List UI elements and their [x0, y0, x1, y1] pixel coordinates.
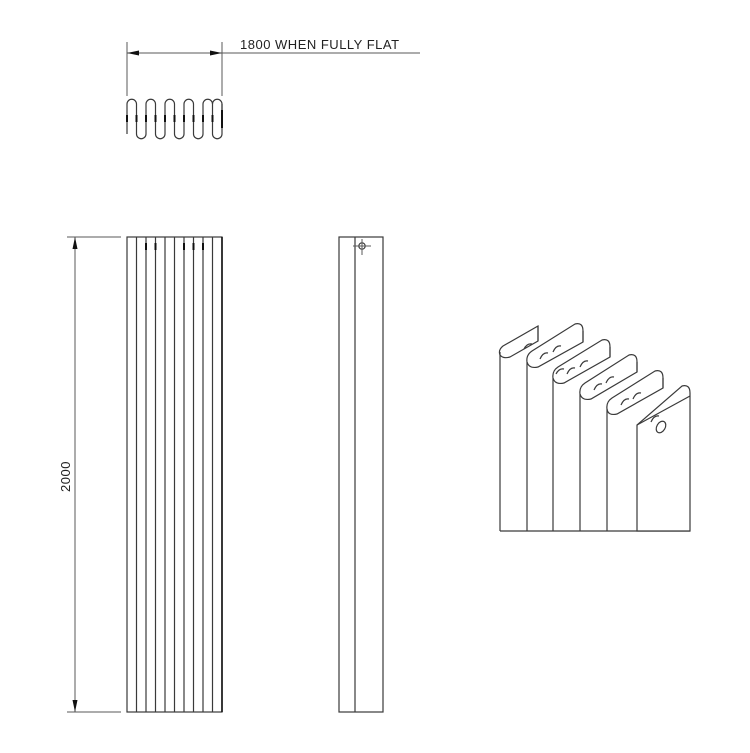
- isometric-view: [498, 323, 691, 532]
- side-panel-outline: [338, 236, 384, 713]
- front-view: 2000: [58, 236, 223, 713]
- arrowhead-left-icon: [127, 50, 139, 56]
- width-dimension-label: 1800 WHEN FULLY FLAT: [240, 37, 400, 52]
- top-view: 1800 WHEN FULLY FLAT: [126, 37, 420, 140]
- iso-fold-3: [552, 339, 611, 531]
- iso-fold-6: [636, 385, 691, 532]
- iso-fold-5: [606, 370, 664, 531]
- height-dimension-label: 2000: [58, 461, 73, 492]
- fin-lines: [135, 237, 214, 712]
- iso-fold-2: [526, 323, 584, 531]
- fin-top-marks: [145, 243, 204, 250]
- side-view: [338, 236, 384, 713]
- fold-profile-end: [211, 98, 223, 128]
- arrowhead-right-icon: [210, 50, 222, 56]
- crosshair-icon: [353, 239, 371, 255]
- mounting-hole-icon: [655, 420, 667, 434]
- arrowhead-up-icon: [72, 237, 78, 249]
- iso-fold-1: [498, 324, 539, 531]
- iso-fold-4: [579, 354, 638, 531]
- fold-marks: [126, 110, 223, 128]
- arrowhead-down-icon: [72, 700, 78, 712]
